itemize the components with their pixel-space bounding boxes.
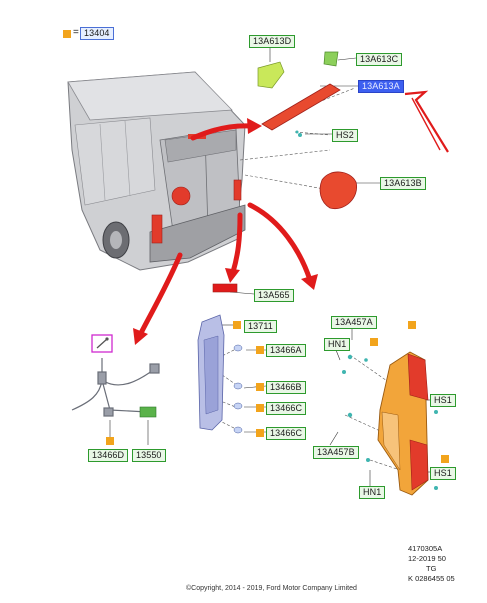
part-label-13A613C[interactable]: 13A613C (356, 53, 403, 66)
legend-equals: = (73, 27, 79, 38)
part-label-13A613B[interactable]: 13A613B (380, 177, 426, 190)
meta-line-3: TG (426, 564, 437, 573)
upper-lamp-parts (212, 51, 358, 293)
legend-swatch (63, 30, 71, 38)
tag-13466A (256, 346, 264, 354)
part-label-13711[interactable]: 13711 (244, 320, 277, 333)
part-label-HN1-bot[interactable]: HN1 (359, 486, 386, 499)
part-label-13A457A[interactable]: 13A457A (331, 316, 377, 329)
part-label-13A613D[interactable]: 13A613D (249, 35, 296, 48)
part-label-13A613A[interactable]: 13A613A (358, 80, 404, 93)
part-label-HN1-top[interactable]: HN1 (324, 338, 351, 351)
copyright: ©Copyright, 2014 - 2019, Ford Motor Comp… (186, 585, 357, 592)
third-brake-lamp (212, 283, 238, 293)
tag-lamp-top (408, 321, 416, 329)
meta-line-1: 4170305A (408, 544, 443, 553)
part-label-13466D[interactable]: 13466D (88, 449, 129, 462)
highlight-mark-2 (411, 97, 441, 151)
part-label-HS2[interactable]: HS2 (332, 129, 358, 142)
diagram-meta: 4170305A 12-2019 50 TG K 0286455 05 (408, 544, 455, 584)
arrow-heads (133, 118, 318, 345)
part-label-13466A[interactable]: 13466A (266, 344, 306, 357)
lamp-housing (197, 314, 243, 434)
tag-13466D (106, 437, 114, 445)
part-label-13466C-1[interactable]: 13466C (266, 402, 307, 415)
legend-code[interactable]: 13404 (80, 27, 114, 40)
part-label-13466B[interactable]: 13466B (266, 381, 306, 394)
connector-block (139, 406, 157, 418)
tag-lamp-mid (370, 338, 378, 346)
tag-13711 (233, 321, 241, 329)
tag-lamp-low (441, 455, 449, 463)
part-label-HS1-bot[interactable]: HS1 (430, 467, 456, 480)
meta-line-2: 12-2019 50 (408, 554, 446, 563)
van-illustration (67, 71, 246, 271)
pointer-arrows (137, 123, 313, 338)
meta-line-4: K 0286455 05 (408, 574, 455, 583)
highlight-mark (404, 90, 449, 153)
wiring-harness (71, 358, 160, 417)
part-label-13A565[interactable]: 13A565 (254, 289, 294, 302)
part-label-HS1-top[interactable]: HS1 (430, 394, 456, 407)
tag-13466C-1 (256, 404, 264, 412)
part-label-13550[interactable]: 13550 (132, 449, 166, 462)
tag-13466C-2 (256, 429, 264, 437)
tag-13466B (256, 383, 264, 391)
part-label-13A457B[interactable]: 13A457B (313, 446, 359, 459)
tail-lamp (342, 351, 438, 496)
part-label-13466C-2[interactable]: 13466C (266, 427, 307, 440)
